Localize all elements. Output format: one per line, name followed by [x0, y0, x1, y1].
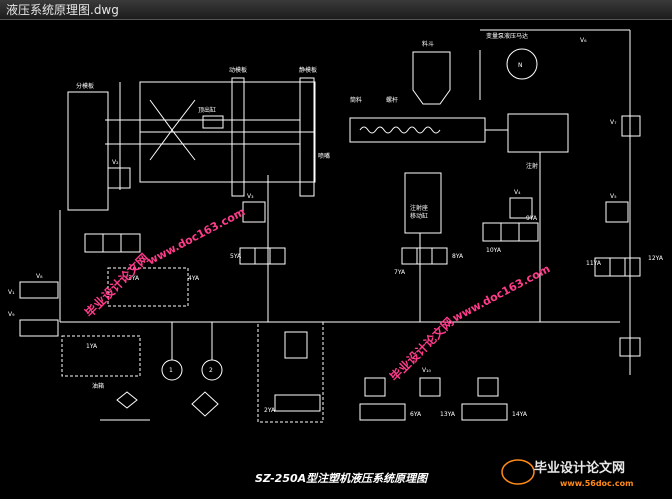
relief-v10	[419, 377, 441, 397]
carriage-cylinder	[404, 172, 442, 234]
toggle-link-2	[171, 99, 196, 161]
valve-5ya	[239, 247, 286, 265]
label-12ya: 12YA	[648, 255, 664, 262]
label-dingchu: 顶出缸	[198, 106, 216, 114]
label-6ya: 6YA	[410, 411, 422, 418]
label-10ya: 10YA	[486, 247, 502, 254]
label-fenmoban: 分模板	[76, 82, 94, 90]
label-tongliao: 筒料	[350, 96, 362, 104]
check-v4	[509, 197, 533, 219]
label-v3: V₃	[247, 193, 254, 200]
toggle-link-1	[149, 99, 173, 161]
label-4ya: 4YA	[188, 275, 200, 282]
valve-3ya	[84, 233, 141, 253]
label-v2: V₂	[112, 159, 119, 166]
label-luogan: 螺杆	[386, 96, 398, 104]
ejector-valve-group	[257, 321, 324, 423]
valve-14ya	[461, 403, 508, 421]
check-v2	[107, 167, 131, 189]
label-9ya: 9YA	[526, 215, 538, 222]
label-13ya: 13YA	[440, 411, 456, 418]
label-motor-n: N	[518, 62, 523, 69]
label-v10: V₁₀	[422, 367, 432, 374]
label-zhushe: 注射	[526, 162, 538, 170]
check-v5	[605, 201, 629, 223]
label-bianliangbeng: 变量泵液压马达	[486, 32, 528, 40]
label-v6: V₆	[580, 37, 587, 44]
corner-logo: 毕业设计论文网 www.56doc.com	[501, 459, 633, 488]
label-11ya: 11YA	[586, 260, 602, 267]
label-v4: V₄	[514, 189, 521, 196]
label-dongmoban: 动模板	[229, 66, 247, 74]
corner-url: www.56doc.com	[560, 479, 633, 488]
drawing-caption: SZ-250A型注塑机液压系统原理图	[255, 472, 429, 485]
logo-mark-icon	[501, 459, 535, 485]
label-7ya: 7YA	[394, 269, 406, 276]
filter	[191, 391, 219, 417]
relief-v11	[477, 377, 499, 397]
label-5ya: 5YA	[230, 253, 242, 260]
label-pump1: 1	[169, 367, 173, 374]
label-zhushezuo: 注射座	[410, 204, 428, 212]
valve-12ya	[594, 257, 641, 277]
clamp-frame-left	[67, 91, 109, 211]
mould-block	[202, 115, 224, 129]
valve-v8	[19, 281, 59, 299]
label-v5: V₅	[610, 193, 617, 200]
hydraulic-motor	[506, 48, 538, 80]
injection-cylinder	[507, 113, 569, 153]
label-v7: V₇	[610, 119, 617, 126]
label-3ya: 3YA	[128, 275, 140, 282]
valve-10ya	[482, 222, 539, 242]
fixed-platen	[299, 77, 315, 197]
barrel	[349, 117, 486, 143]
tank-filter	[116, 391, 138, 409]
label-8ya: 8YA	[452, 253, 464, 260]
watermark-brand-1: 毕业设计论文网	[82, 250, 152, 320]
label-yidonggang: 移动缸	[410, 212, 428, 220]
check-v7	[619, 337, 641, 357]
window-titlebar[interactable]: 液压系统原理图.dwg	[0, 0, 672, 20]
valve-6ya	[359, 403, 406, 421]
hydraulic-schematic: 分模板 动模板 静模板 料斗 螺杆 筒料 喷嘴 注射 注射座 移动缸 顶出缸 变…	[8, 29, 664, 488]
label-v8: V₈	[36, 273, 43, 280]
label-jingmoban: 静模板	[299, 66, 317, 74]
valve-7ya	[401, 247, 448, 265]
label-youxiang: 油箱	[92, 382, 104, 390]
label-liaodou: 料斗	[422, 40, 434, 48]
label-v1: V₁	[8, 289, 15, 296]
label-14ya: 14YA	[512, 411, 528, 418]
clamp-valve-group	[107, 267, 189, 307]
check-v3	[242, 201, 266, 223]
label-1ya: 1YA	[86, 343, 98, 350]
hopper	[412, 51, 451, 105]
check-v6	[621, 115, 641, 137]
watermark-url-2: www.doc163.com	[450, 262, 552, 324]
relief-ejector	[284, 331, 308, 359]
label-v9: V₉	[8, 311, 15, 318]
moving-platen	[231, 77, 245, 197]
corner-brand: 毕业设计论文网	[534, 460, 625, 476]
label-penzui: 喷嘴	[318, 152, 330, 160]
screw	[359, 126, 441, 134]
relief-group-1ya	[61, 335, 141, 377]
label-pump2: 2	[209, 367, 213, 374]
relief-v9	[364, 377, 386, 397]
valve-2ya	[274, 394, 321, 412]
window-title: 液压系统原理图.dwg	[6, 3, 119, 17]
label-2ya: 2YA	[264, 407, 276, 414]
drawing-canvas[interactable]: 分模板 动模板 静模板 料斗 螺杆 筒料 喷嘴 注射 注射座 移动缸 顶出缸 变…	[0, 20, 672, 495]
valve-v9	[19, 319, 59, 337]
